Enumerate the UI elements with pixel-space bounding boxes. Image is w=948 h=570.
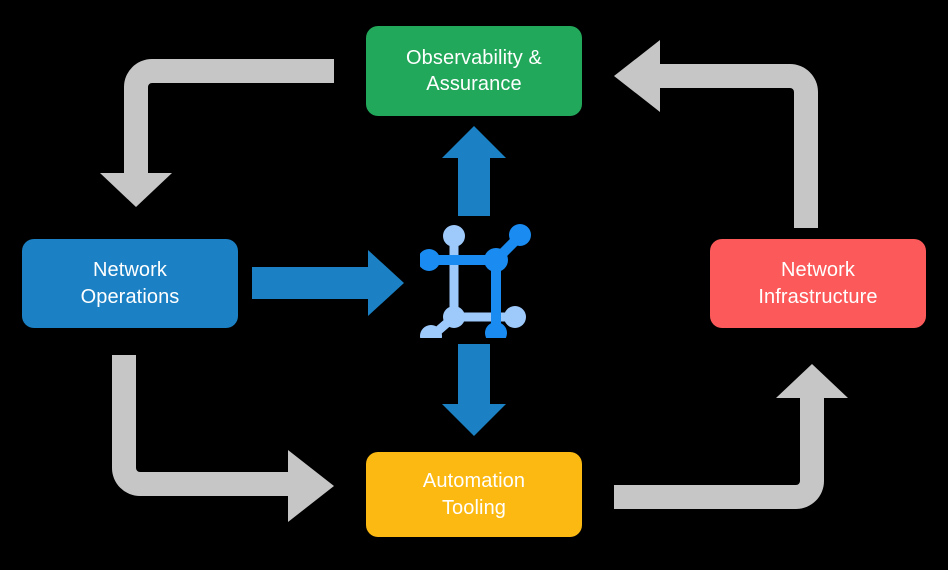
arrow-center-to-automation bbox=[442, 344, 506, 436]
node-label-network-operations: Network Operations bbox=[80, 259, 180, 308]
arrow-operations-to-center bbox=[252, 250, 404, 316]
node-box-network-operations[interactable]: Network Operations bbox=[22, 239, 238, 328]
node-label-network-infrastructure: Network Infrastructure bbox=[758, 259, 878, 308]
node-box-automation-tooling[interactable]: Automation Tooling bbox=[366, 452, 582, 537]
network-icon-light-nodes bbox=[420, 225, 526, 338]
node-box-network-infrastructure[interactable]: Network Infrastructure bbox=[710, 239, 926, 328]
network-topology-icon bbox=[420, 224, 531, 338]
node-box-observability[interactable]: Observability & Assurance bbox=[366, 26, 582, 116]
arrow-observability-to-operations bbox=[100, 59, 334, 207]
arrow-infrastructure-to-observability bbox=[614, 40, 818, 228]
node-label-observability: Observability & Assurance bbox=[406, 46, 542, 95]
network-icon-dark-nodes bbox=[420, 224, 531, 338]
arrow-automation-to-infrastructure bbox=[614, 364, 848, 509]
arrow-operations-to-automation bbox=[112, 355, 334, 522]
arrow-center-to-observability bbox=[442, 126, 506, 216]
node-label-automation-tooling: Automation Tooling bbox=[422, 470, 526, 519]
